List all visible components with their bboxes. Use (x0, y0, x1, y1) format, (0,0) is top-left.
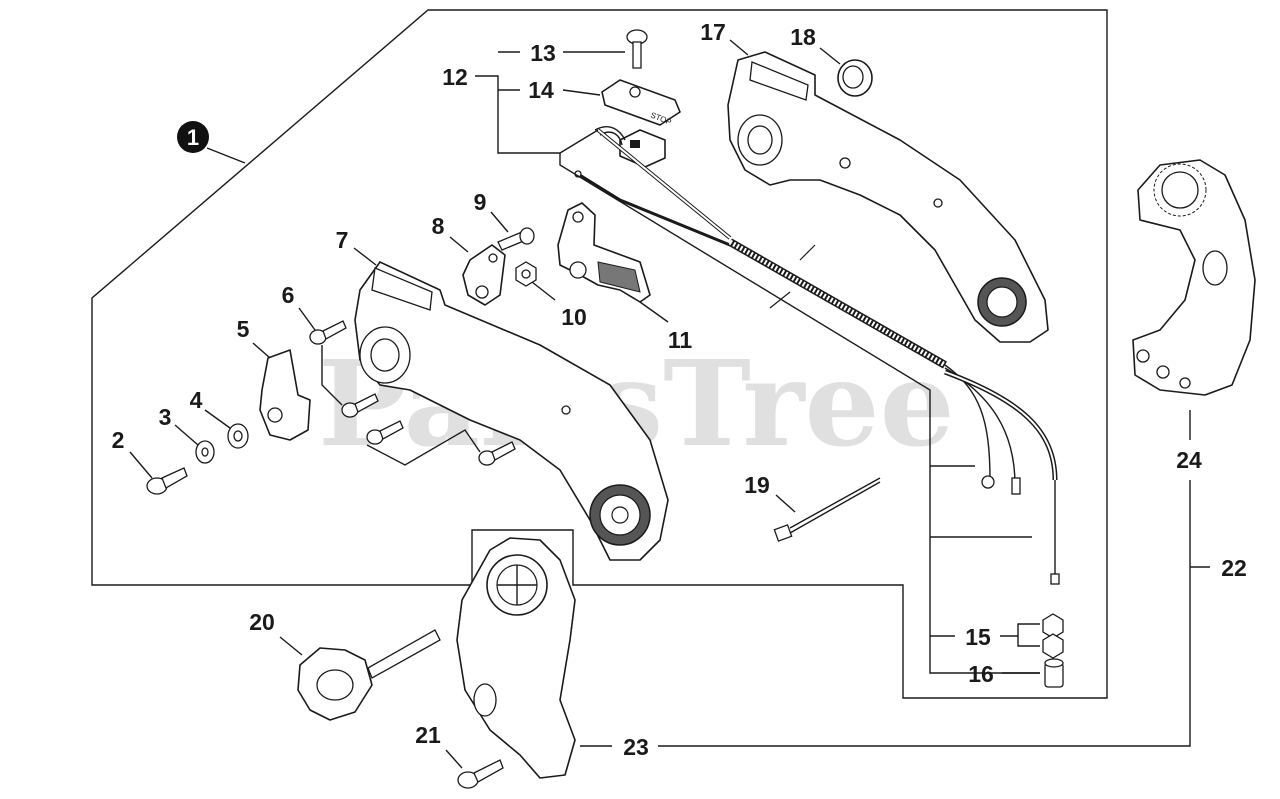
callout-16[interactable]: 16 (968, 661, 994, 687)
part-8-bracket (462, 244, 506, 306)
callout-6[interactable]: 6 (282, 282, 295, 308)
callout-18[interactable]: 18 (790, 24, 816, 50)
part-10-nut (515, 261, 537, 287)
part-24-rear-clamp (1132, 159, 1256, 396)
part-12-wire-harness (574, 126, 1060, 585)
part-7-handle-bracket (354, 261, 669, 561)
kit-outline (91, 9, 1108, 699)
part-18-plug (837, 59, 873, 97)
part-2-screw (146, 467, 188, 495)
callout-12[interactable]: 12 (442, 64, 468, 90)
part-20-knob (297, 629, 441, 721)
callout-19[interactable]: 19 (744, 472, 770, 498)
part-21-screw (457, 759, 504, 789)
part-9-screw (497, 227, 535, 251)
callout-7[interactable]: 7 (336, 227, 349, 253)
part-11-trigger (557, 202, 651, 303)
callout-14[interactable]: 14 (528, 77, 554, 103)
callout-labels: 2 3 4 5 6 7 8 9 10 11 12 13 14 15 16 17 … (112, 19, 1247, 760)
callout-4[interactable]: 4 (190, 387, 203, 413)
callout-9[interactable]: 9 (474, 189, 487, 215)
part-4-washer (227, 423, 249, 449)
part-17-handle-half (727, 51, 1049, 343)
callout-21[interactable]: 21 (415, 722, 441, 748)
callout-24[interactable]: 24 (1176, 447, 1202, 473)
part-16-adjuster (1044, 658, 1064, 688)
callout-17[interactable]: 17 (700, 19, 726, 45)
part-15-nuts (1042, 613, 1064, 659)
part-14-switch-holder: STOP (601, 79, 681, 127)
callout-20[interactable]: 20 (249, 609, 275, 635)
kit-callout-label: 1 (187, 125, 199, 150)
part-5-lever (259, 349, 311, 441)
part-3-washer (195, 440, 215, 464)
callout-10[interactable]: 10 (561, 304, 587, 330)
callout-22[interactable]: 22 (1221, 555, 1247, 581)
part-13-screw (626, 29, 648, 69)
callout-5[interactable]: 5 (237, 316, 250, 342)
part-6-screws (309, 320, 516, 466)
callout-11[interactable]: 11 (668, 327, 693, 353)
callout-3[interactable]: 3 (159, 404, 172, 430)
part-19-cable-tie (773, 477, 881, 542)
leader-lines (129, 39, 1210, 769)
callout-8[interactable]: 8 (432, 213, 445, 239)
callout-15[interactable]: 15 (965, 624, 991, 650)
part-23-lower-clamp (456, 537, 576, 779)
callout-23[interactable]: 23 (623, 734, 649, 760)
callout-2[interactable]: 2 (112, 427, 125, 453)
kit-callout[interactable]: 1 (177, 121, 246, 164)
callout-13[interactable]: 13 (530, 40, 556, 66)
